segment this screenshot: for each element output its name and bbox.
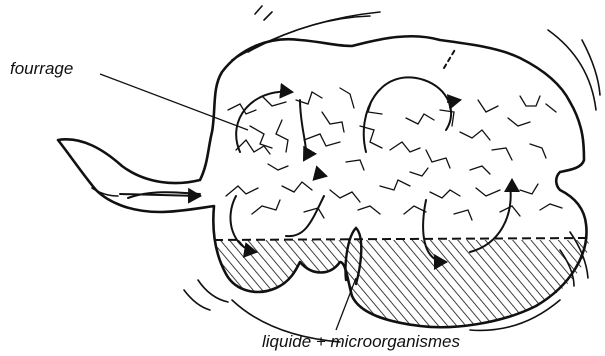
forage-label: fourrage: [10, 60, 73, 77]
liquid-surface-line: [214, 238, 586, 240]
liquid-label: liquide + microorganismes: [262, 333, 460, 350]
forage-fibers: [226, 88, 562, 220]
forage-leader-line: [100, 74, 248, 130]
circulation-arrows: [120, 48, 512, 262]
liquid-leader-line: [336, 278, 356, 330]
leader-lines: [100, 74, 356, 330]
liquid-zone: [213, 178, 589, 326]
